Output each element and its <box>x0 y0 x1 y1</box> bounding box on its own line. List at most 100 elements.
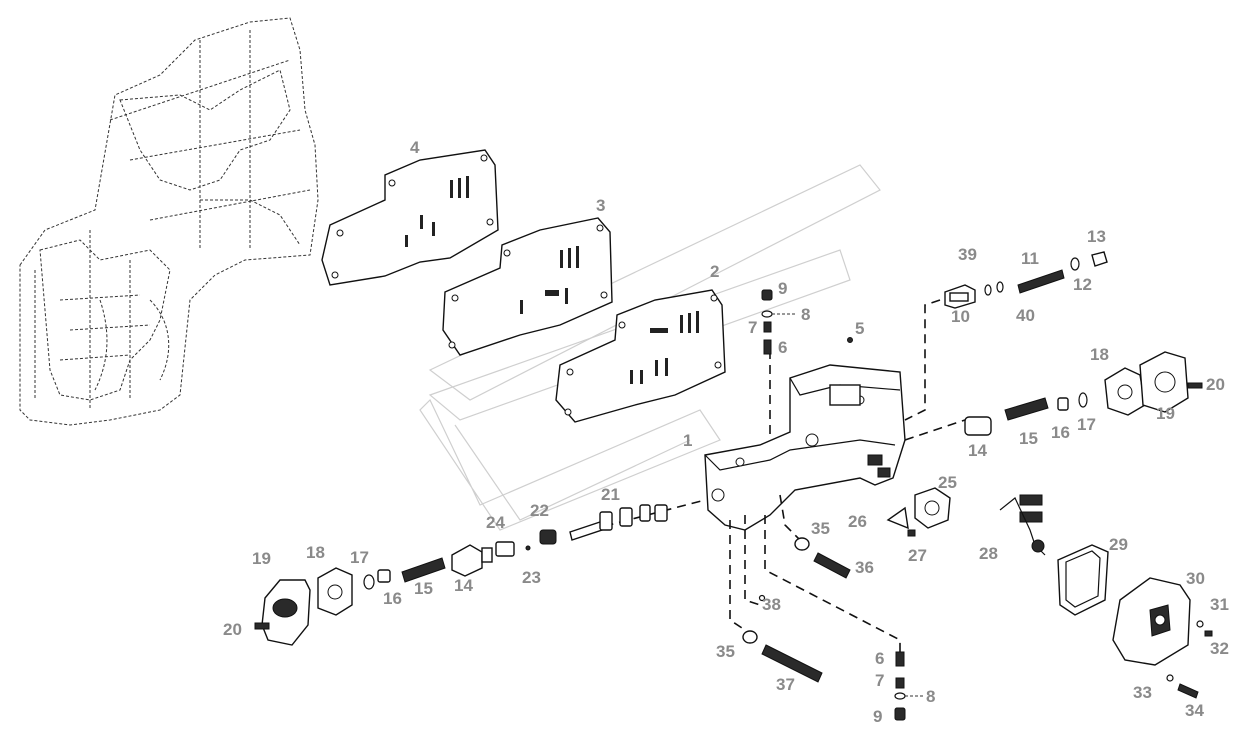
callout-16-left: 16 <box>383 589 402 608</box>
callout-28: 28 <box>979 544 998 563</box>
ball-5 <box>847 337 853 343</box>
callout-32: 32 <box>1210 639 1229 658</box>
plug-16-right <box>1057 397 1069 411</box>
oring-40 <box>996 281 1004 293</box>
ball-23 <box>525 545 531 551</box>
spring-11 <box>1017 269 1065 294</box>
sleeve-24 <box>495 541 515 557</box>
spool-21 <box>569 504 668 541</box>
callout-25: 25 <box>938 473 957 492</box>
callout-18: 18 <box>1090 345 1109 364</box>
callout-3: 3 <box>596 196 605 215</box>
cover-30 <box>1112 577 1191 666</box>
plug-16-left <box>377 569 391 583</box>
bolt-32 <box>1204 630 1213 637</box>
plug-9-top <box>761 289 773 301</box>
separator-plate-4 <box>321 149 499 286</box>
bolt-20-left <box>254 622 270 630</box>
pin-6-top <box>763 339 772 355</box>
bolt-37 <box>761 644 823 683</box>
callout-27: 27 <box>908 546 927 565</box>
plunger-22 <box>539 529 557 545</box>
callout-4: 4 <box>410 138 420 157</box>
callout-23: 23 <box>522 568 541 587</box>
callout-13: 13 <box>1087 227 1106 246</box>
valve-body <box>704 364 906 531</box>
oring-8-top <box>761 310 795 318</box>
solenoid-valve-10 <box>944 284 976 309</box>
gasket-29 <box>1057 544 1109 616</box>
callout-2: 2 <box>710 262 719 281</box>
callout-9: 9 <box>778 279 787 298</box>
callout-20-left: 20 <box>223 620 242 639</box>
wiring-harness-28 <box>999 494 1046 556</box>
washer-35-lower <box>742 630 758 644</box>
callout-39: 39 <box>958 245 977 264</box>
clip-26 <box>886 506 909 530</box>
callout-19-left: 19 <box>252 549 271 568</box>
callout-11: 11 <box>1021 249 1039 268</box>
callout-6-lower: 6 <box>875 649 884 668</box>
separator-plate-2 <box>555 289 726 423</box>
bolt-20-right <box>1187 382 1203 389</box>
callout-29: 29 <box>1109 535 1128 554</box>
washer-31 <box>1196 620 1204 628</box>
callout-40: 40 <box>1016 306 1035 325</box>
oring-8-bottom <box>894 692 925 700</box>
spring-7-bottom <box>895 677 905 689</box>
oring-17-right <box>1078 392 1088 408</box>
spring-7-top <box>763 321 772 333</box>
callout-15: 15 <box>1019 429 1038 448</box>
callout-7: 7 <box>748 318 757 337</box>
callout-17-left: 17 <box>350 548 369 567</box>
callout-34: 34 <box>1185 701 1204 720</box>
cap-13 <box>1091 251 1108 267</box>
callout-12: 12 <box>1073 275 1092 294</box>
callout-8-lower: 8 <box>926 687 935 706</box>
callout-16: 16 <box>1051 423 1070 442</box>
cover-19-left <box>261 579 311 646</box>
callout-22: 22 <box>530 501 549 520</box>
callout-35-lower: 35 <box>716 642 735 661</box>
callout-14-left: 14 <box>454 576 473 595</box>
spring-15-right <box>1004 397 1049 421</box>
washer-35-upper <box>794 537 810 551</box>
oring-17-left <box>363 574 375 590</box>
callout-33: 33 <box>1133 683 1152 702</box>
callout-35: 35 <box>811 519 830 538</box>
callout-31: 31 <box>1210 595 1229 614</box>
pin-6-bottom <box>895 651 905 667</box>
callout-labels: 1 2 3 4 5 6 7 8 9 10 11 12 13 14 15 16 1… <box>223 138 1229 726</box>
callout-26: 26 <box>848 512 867 531</box>
callout-15-left: 15 <box>414 579 433 598</box>
gasket-18-right <box>1104 367 1146 416</box>
callout-19: 19 <box>1156 404 1175 423</box>
screw-27 <box>907 529 916 537</box>
callout-5: 5 <box>855 319 864 338</box>
oring-39 <box>984 284 992 296</box>
callout-20: 20 <box>1206 375 1225 394</box>
washer-33 <box>1166 674 1174 682</box>
callout-14: 14 <box>968 441 987 460</box>
callout-18-left: 18 <box>306 543 325 562</box>
cover-19-right <box>1139 351 1189 413</box>
solenoid-25 <box>914 487 951 529</box>
oring-12 <box>1070 257 1080 271</box>
callout-6: 6 <box>778 338 787 357</box>
transmission-housing <box>19 17 319 426</box>
gasket-18-left <box>317 567 353 616</box>
callout-9-lower: 9 <box>873 707 882 726</box>
callout-21: 21 <box>601 485 620 504</box>
callout-8: 8 <box>801 305 810 324</box>
bolt-36 <box>813 552 851 579</box>
callout-37: 37 <box>776 675 795 694</box>
bolt-34 <box>1177 683 1199 699</box>
callout-30: 30 <box>1186 569 1205 588</box>
callout-38: 38 <box>762 595 781 614</box>
callout-36: 36 <box>855 558 874 577</box>
plug-9-bottom <box>894 707 906 721</box>
separator-plate-3 <box>442 217 613 356</box>
spring-15-left <box>401 557 446 583</box>
callout-10: 10 <box>951 307 970 326</box>
